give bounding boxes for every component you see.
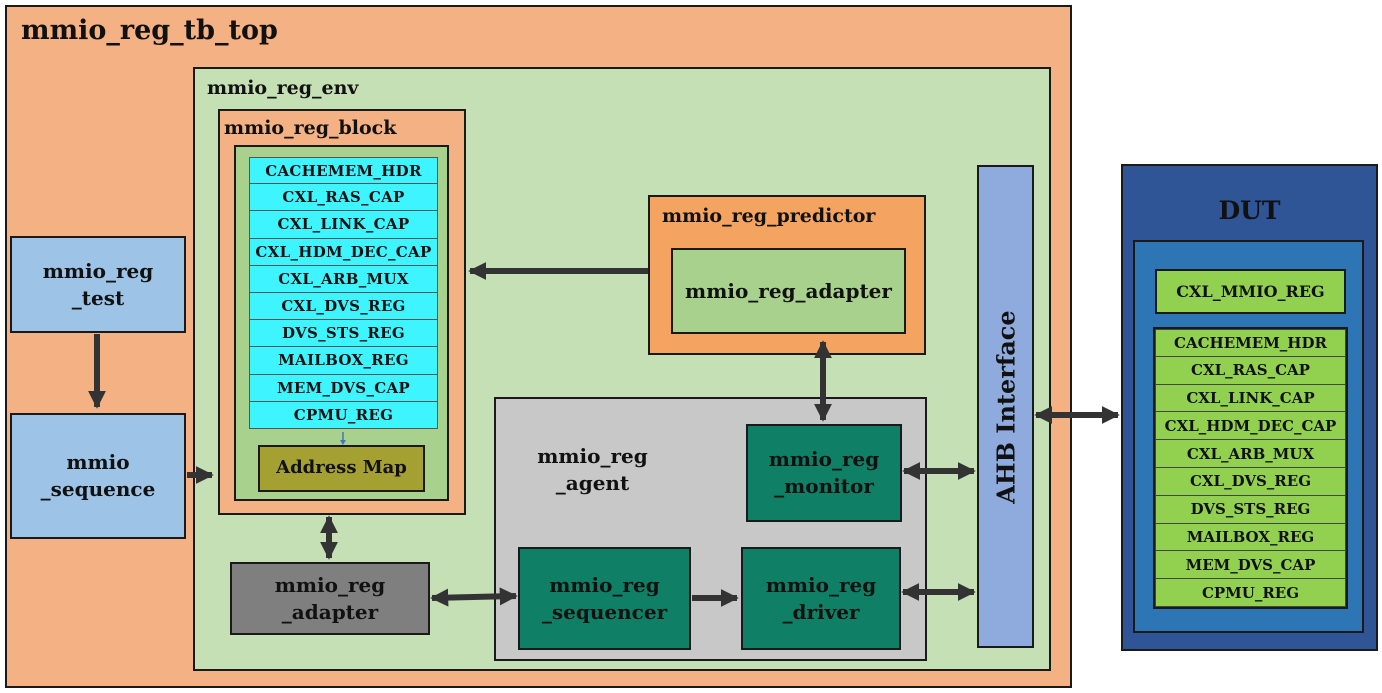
reg-block-register[interactable]: MEM_DVS_CAP bbox=[249, 374, 438, 402]
dut-register[interactable]: CXL_RAS_CAP bbox=[1155, 356, 1346, 385]
reg-block-register-list: CACHEMEM_HDR CXL_RAS_CAP CXL_LINK_CAP CX… bbox=[249, 157, 438, 429]
agent-title: mmio_reg _agent bbox=[537, 444, 648, 495]
env-title: mmio_reg_env bbox=[207, 77, 359, 99]
dut-register-list: CACHEMEM_HDR CXL_RAS_CAP CXL_LINK_CAP CX… bbox=[1155, 329, 1346, 607]
predictor-title: mmio_reg_predictor bbox=[662, 205, 876, 227]
dut-title: DUT bbox=[1218, 196, 1281, 225]
env-adapter-box[interactable]: mmio_reg _adapter bbox=[230, 562, 430, 635]
sequence-box[interactable]: mmio _sequence bbox=[10, 413, 186, 539]
reg-block-register[interactable]: DVS_STS_REG bbox=[249, 320, 438, 348]
sequencer-box[interactable]: mmio_reg _sequencer bbox=[518, 547, 691, 650]
dut-register[interactable]: MAILBOX_REG bbox=[1155, 523, 1346, 552]
reg-block-title: mmio_reg_block bbox=[224, 117, 397, 139]
reg-block-register[interactable]: CXL_DVS_REG bbox=[249, 292, 438, 321]
dut-register[interactable]: CXL_LINK_CAP bbox=[1155, 384, 1346, 413]
dut-mmio-reg-box[interactable]: CXL_MMIO_REG bbox=[1155, 269, 1346, 314]
arrow-regs-to-addressmap-head bbox=[340, 440, 346, 445]
dut-register[interactable]: CXL_ARB_MUX bbox=[1155, 440, 1346, 468]
dut-register[interactable]: CACHEMEM_HDR bbox=[1155, 329, 1346, 357]
dut-register[interactable]: MEM_DVS_CAP bbox=[1155, 551, 1346, 580]
reg-block-register[interactable]: CXL_LINK_CAP bbox=[249, 211, 438, 239]
monitor-box[interactable]: mmio_reg _monitor bbox=[746, 424, 902, 522]
address-map-box[interactable]: Address Map bbox=[258, 445, 425, 492]
test-box[interactable]: mmio_reg _test bbox=[10, 236, 186, 333]
reg-block-register[interactable]: CXL_RAS_CAP bbox=[249, 184, 438, 212]
dut-register[interactable]: CXL_HDM_DEC_CAP bbox=[1155, 412, 1346, 441]
tb-top-title: mmio_reg_tb_top bbox=[21, 15, 278, 46]
dut-register[interactable]: CPMU_REG bbox=[1155, 579, 1346, 607]
dut-register[interactable]: CXL_DVS_REG bbox=[1155, 467, 1346, 496]
dut-register[interactable]: DVS_STS_REG bbox=[1155, 495, 1346, 524]
reg-block-register[interactable]: MAILBOX_REG bbox=[249, 347, 438, 375]
reg-block-register[interactable]: CXL_ARB_MUX bbox=[249, 265, 438, 293]
predictor-adapter-box[interactable]: mmio_reg_adapter bbox=[671, 248, 906, 334]
reg-block-register[interactable]: CACHEMEM_HDR bbox=[249, 157, 438, 185]
arrow-adapter-sequencer bbox=[430, 587, 518, 607]
ahb-interface-box[interactable]: AHB Interface bbox=[977, 165, 1034, 648]
driver-box[interactable]: mmio_reg _driver bbox=[741, 547, 901, 650]
reg-block-register[interactable]: CPMU_REG bbox=[249, 401, 438, 429]
reg-block-register[interactable]: CXL_HDM_DEC_CAP bbox=[249, 238, 438, 266]
